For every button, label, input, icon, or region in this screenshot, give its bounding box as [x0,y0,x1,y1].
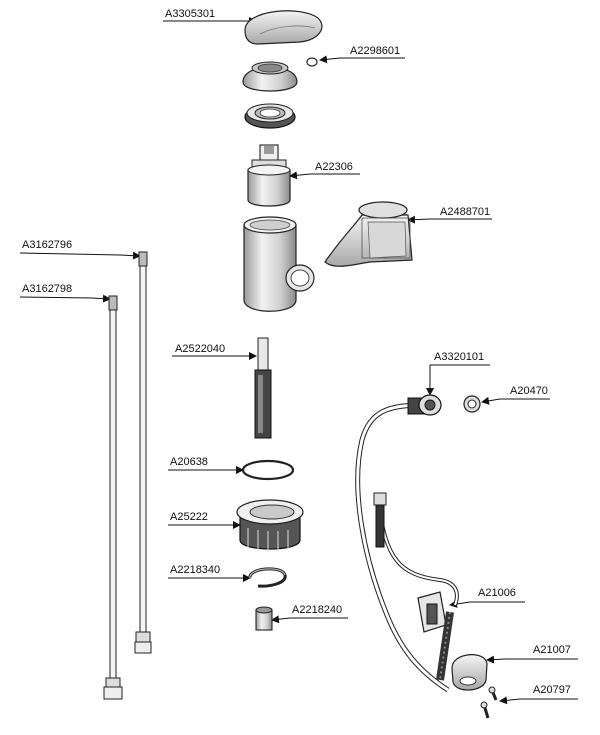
svg-text:A21006: A21006 [478,587,516,599]
part-label-A2488701: A2488701 [407,206,492,224]
washer-part [463,395,481,413]
threaded-nut-part [244,103,296,129]
part-label-A20797: A20797 [499,684,578,705]
part-label-A21007: A21007 [486,644,578,664]
fixing-bracket-part [236,499,304,552]
part-label-A3162798: A3162798 [19,283,111,303]
flex-hose-long-part [134,251,152,654]
svg-text:A3162798: A3162798 [22,283,72,295]
spout-part [324,201,413,267]
part-label-A2298601: A2298601 [319,45,405,64]
svg-text:A3162796: A3162796 [22,239,72,251]
screws-part [480,686,498,719]
svg-text:A2218340: A2218340 [170,564,220,576]
part-label-A20638: A20638 [168,456,244,474]
part-label-A3305301: A3305301 [163,8,257,25]
clip-part [248,567,287,588]
hose-weight-part [373,492,459,606]
svg-text:A3305301: A3305301 [165,8,215,20]
part-label-A3162796: A3162796 [19,239,141,260]
hose-weight-clamp-part [451,654,488,691]
part-label-A2522040: A2522040 [172,343,257,360]
svg-text:A20638: A20638 [170,456,208,468]
svg-text:A2488701: A2488701 [440,206,490,218]
svg-text:A3320101: A3320101 [434,351,484,363]
sleeve-part [255,606,273,631]
pullout-hose-part [355,394,450,693]
part-label-A2218340: A2218340 [168,564,251,582]
part-label-A20470: A20470 [481,385,550,405]
part-label-A3320101: A3320101 [426,351,490,396]
lever-handle-part [244,10,323,45]
small-oring-part [306,57,318,67]
mixer-body-part [243,216,315,312]
flex-hose-short-part [103,295,123,700]
part-label-A21006: A21006 [449,587,525,608]
svg-text:A20797: A20797 [533,684,571,696]
part-label-A2218240: A2218240 [271,604,348,624]
large-oring-part [241,459,295,481]
svg-text:A21007: A21007 [533,644,571,656]
part-label-A25222: A25222 [168,511,241,529]
svg-text:A22306: A22306 [315,161,353,173]
svg-text:A2522040: A2522040 [175,343,225,355]
part-label-A22306: A22306 [289,161,360,180]
threaded-rod-part [254,337,272,439]
svg-text:A2298601: A2298601 [350,45,400,57]
svg-text:A25222: A25222 [170,511,208,523]
hose-bracket-part [417,591,454,681]
svg-text:A20470: A20470 [510,385,548,397]
dome-cap-part [242,61,298,92]
cartridge-part [247,144,291,207]
svg-text:A2218240: A2218240 [292,604,342,616]
